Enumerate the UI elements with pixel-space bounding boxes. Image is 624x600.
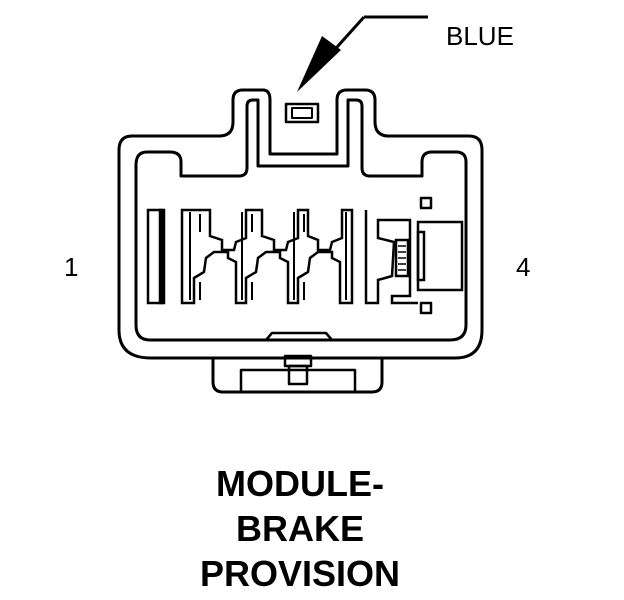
pin-number-left: 1 [64,252,78,282]
caption-line-2: BRAKE [236,508,364,549]
terminal-cavity-4-lock [364,210,464,305]
callout-arrow [297,15,428,92]
terminal-cavity-1 [146,208,166,305]
callout-label: BLUE [446,21,514,51]
caption-line-1: MODULE- [216,463,384,504]
caption-line-3: PROVISION [200,553,400,594]
terminal-cavities [180,208,354,305]
pin-number-right: 4 [516,252,530,282]
connector-shell [117,88,484,394]
